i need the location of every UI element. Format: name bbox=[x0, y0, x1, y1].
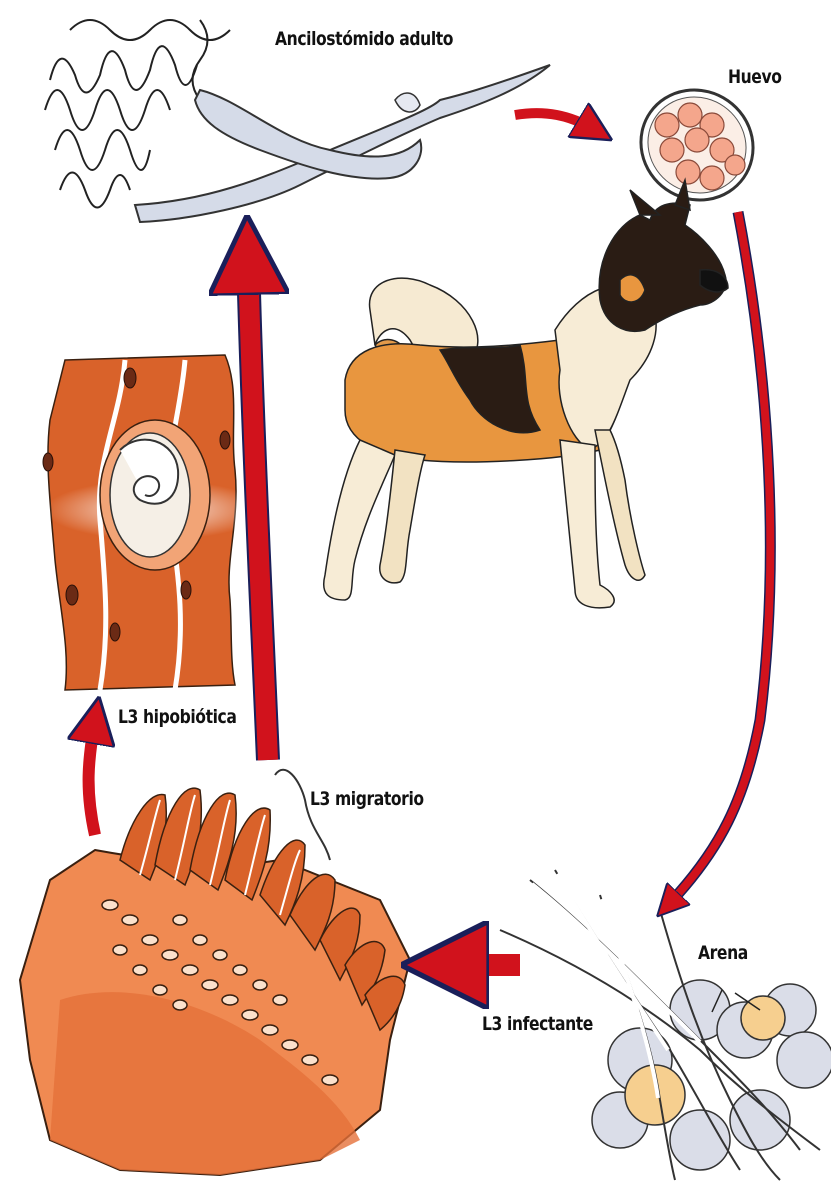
label-hypobiotic: L3 hipobiótica bbox=[118, 706, 236, 728]
arrow-adult-to-egg bbox=[515, 113, 595, 130]
muscle-tissue-icon bbox=[43, 355, 265, 690]
intestine-section-icon bbox=[20, 788, 410, 1175]
label-sand: Arena bbox=[698, 942, 748, 964]
label-adult: Ancilostómido adulto bbox=[275, 28, 453, 50]
label-migratory: L3 migratorio bbox=[310, 788, 424, 810]
arrow-intestine-to-muscle bbox=[89, 720, 95, 835]
egg-icon bbox=[619, 68, 774, 222]
label-infective: L3 infectante bbox=[482, 1013, 593, 1035]
adult-worm-icon bbox=[45, 20, 550, 222]
label-egg: Huevo bbox=[728, 66, 782, 88]
dog-icon bbox=[324, 180, 728, 608]
